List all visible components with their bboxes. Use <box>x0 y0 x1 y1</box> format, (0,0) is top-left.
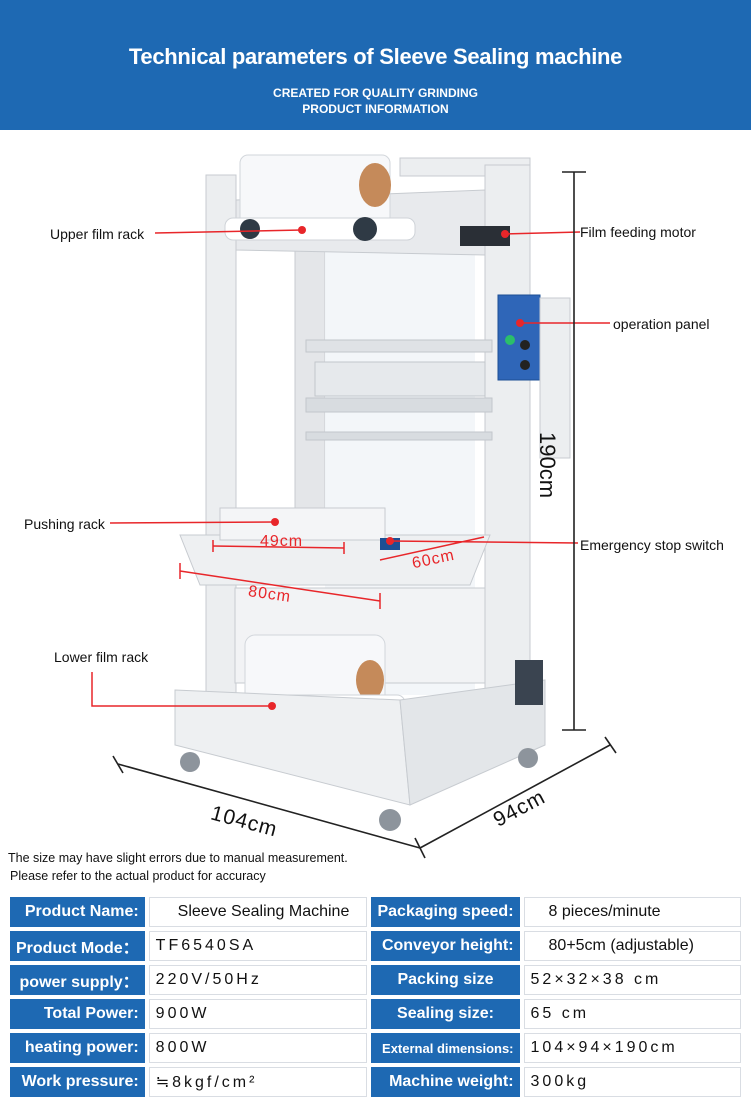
spec-label: Packaging speed: <box>371 897 520 927</box>
page-title: Technical parameters of Sleeve Sealing m… <box>128 44 623 69</box>
spec-value: ≒8kgf/cm² <box>148 1067 368 1097</box>
spec-label: power supply： <box>10 965 145 995</box>
spec-label: Conveyor height: <box>371 931 520 961</box>
callout-lower-film-rack: Lower film rack <box>54 649 149 665</box>
spec-value: Sleeve Sealing Machine <box>148 897 368 927</box>
callout-emergency-stop-switch: Emergency stop switch <box>580 537 724 553</box>
push-inner-dimension: 49cm <box>260 533 304 550</box>
spec-label: Total Power: <box>10 999 145 1029</box>
table-row: Product Mode： TF6540SA Conveyor height: … <box>10 931 741 961</box>
table-row: Product Name: Sleeve Sealing Machine Pac… <box>10 897 741 927</box>
spec-label: Product Name: <box>10 897 145 927</box>
spec-label: Machine weight: <box>371 1067 520 1097</box>
spec-value: 300kg <box>523 1067 741 1097</box>
table-row: power supply： 220V/50Hz Packing size 52×… <box>10 965 741 995</box>
spec-value: 104×94×190cm <box>523 1033 741 1063</box>
header-banner: Technical parameters of Sleeve Sealing m… <box>0 0 751 130</box>
spec-label: heating power: <box>10 1033 145 1063</box>
spec-value: 65 cm <box>523 999 741 1029</box>
spec-label: Work pressure: <box>10 1067 145 1097</box>
note-line2: Please refer to the actual product for a… <box>10 869 266 883</box>
spec-label: External dimensions: <box>371 1033 520 1063</box>
callout-pushing-rack: Pushing rack <box>24 516 105 532</box>
spec-label: Product Mode： <box>10 931 145 961</box>
subtitle-line2: PRODUCT INFORMATION <box>302 102 449 116</box>
spec-value: 900W <box>148 999 368 1029</box>
spec-value: TF6540SA <box>148 931 368 961</box>
table-row: Total Power: 900W Sealing size: 65 cm <box>10 999 741 1029</box>
spec-value: 800W <box>148 1033 368 1063</box>
callout-operation-panel: operation panel <box>613 316 710 332</box>
spec-label: Packing size <box>371 965 520 995</box>
spec-value: 52×32×38 cm <box>523 965 741 995</box>
note-line1: The size may have slight errors due to m… <box>8 851 348 865</box>
spec-table: Product Name: Sleeve Sealing Machine Pac… <box>6 893 745 1101</box>
table-row: Work pressure: ≒8kgf/cm² Machine weight:… <box>10 1067 741 1097</box>
spec-value: 80+5cm (adjustable) <box>523 931 741 961</box>
machine-illustration <box>91 154 617 859</box>
callout-upper-film-rack: Upper film rack <box>50 226 145 242</box>
dimension-height-label: 190cm <box>535 432 560 499</box>
spec-value: 220V/50Hz <box>148 965 368 995</box>
spec-value: 8 pieces/minute <box>523 897 741 927</box>
spec-label: Sealing size: <box>371 999 520 1029</box>
table-row: heating power: 800W External dimensions:… <box>10 1033 741 1063</box>
callout-film-feeding-motor: Film feeding motor <box>580 224 696 240</box>
subtitle-line1: CREATED FOR QUALITY GRINDING <box>273 86 478 100</box>
